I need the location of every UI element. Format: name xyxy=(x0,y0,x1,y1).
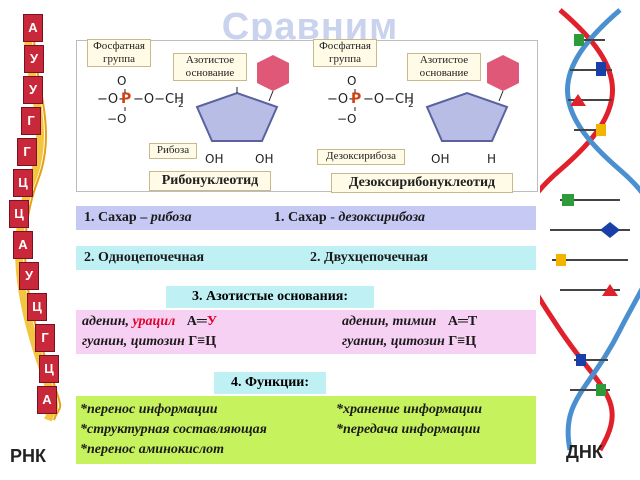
label-base-left: Азотистое основание xyxy=(173,53,247,81)
row-sugar: 1. Сахар – рибоза 1. Сахар - дезоксирибо… xyxy=(76,206,536,230)
row-bases: аденин, урацил А═У гуанин, цитозин Г≡Ц а… xyxy=(76,310,536,354)
svg-text:−: − xyxy=(107,112,117,126)
rna-nucleotide-tile: Г xyxy=(17,138,37,166)
label-base-right: Азотистое основание xyxy=(407,53,481,81)
label-deoxyribonucleotide: Дезоксирибонуклеотид xyxy=(331,173,513,193)
rna-nucleotide-tile: Ц xyxy=(27,293,47,321)
functions-heading: 4. Функции: xyxy=(214,372,326,394)
rna-nucleotide-tile: Ц xyxy=(13,169,33,197)
label-ribonucleotide: Рибонуклеотид xyxy=(149,171,271,191)
dna-function-1: *хранение информации xyxy=(336,402,483,417)
rna-function-3: *перенос аминокислот xyxy=(80,442,225,457)
rna-nucleotide-tile: Г xyxy=(35,324,55,352)
svg-text:2: 2 xyxy=(408,100,414,110)
svg-text:OH: OH xyxy=(431,152,449,166)
svg-text:2: 2 xyxy=(178,100,184,110)
nucleotide-structures: −O− O O − P −O−CH 2 OH OH −O− O O − P −O… xyxy=(97,55,519,166)
sugar-dna: 1. Сахар - дезоксирибоза xyxy=(274,210,426,225)
row-functions: *перенос информации *структурная составл… xyxy=(76,396,536,464)
svg-text:OH: OH xyxy=(205,152,223,166)
svg-text:H: H xyxy=(487,152,496,166)
rna-nucleotide-tile: У xyxy=(23,76,43,104)
label-phosphate-left: Фосфатная группа xyxy=(87,39,151,67)
svg-text:−O−: −O− xyxy=(327,92,359,107)
rna-nucleotide-tile: Ц xyxy=(39,355,59,383)
rna-nucleotide-tile: У xyxy=(24,45,44,73)
svg-text:P: P xyxy=(351,91,361,107)
dna-helix-svg xyxy=(515,8,640,452)
rna-nucleotide-tile: А xyxy=(37,386,57,414)
svg-text:−O−CH: −O−CH xyxy=(133,92,184,107)
row-chains: 2. Одноцепочечная 2. Двухцепочечная xyxy=(76,246,536,270)
label-phosphate-right: Фосфатная группа xyxy=(313,39,377,67)
bases-heading: 3. Азотистые основания: xyxy=(166,286,374,308)
dna-helix xyxy=(515,0,640,460)
svg-text:OH: OH xyxy=(255,152,273,166)
formula-text: −O− xyxy=(97,92,129,107)
svg-text:−: − xyxy=(337,112,347,126)
rna-nucleotide-tile: Ц xyxy=(9,200,29,228)
dna-bases-line2: гуанин, цитозин Г≡Ц xyxy=(342,334,477,349)
deoxyribonucleotide-structure: −O− O O − P −O−CH 2 OH H xyxy=(327,55,519,166)
rna-function-1: *перенос информации xyxy=(80,402,218,417)
label-ribose: Рибоза xyxy=(149,143,197,159)
svg-text:O: O xyxy=(117,74,126,88)
dna-function-2: *передача информации xyxy=(336,422,481,437)
rna-bases-line2: гуанин, цитозин Г≡Ц xyxy=(82,334,217,349)
svg-text:P: P xyxy=(121,91,131,107)
rna-nucleotide-tile: А xyxy=(23,14,43,42)
chain-rna: 2. Одноцепочечная xyxy=(84,250,205,265)
ribonucleotide-structure: −O− O O − P −O−CH 2 OH OH xyxy=(97,55,289,166)
rna-bases-line1: аденин, урацил А═У xyxy=(82,314,218,329)
chain-dna: 2. Двухцепочечная xyxy=(310,250,428,265)
dna-label: ДНК xyxy=(566,442,603,462)
rna-nucleotide-tile: Г xyxy=(21,107,41,135)
svg-text:O: O xyxy=(117,112,126,126)
svg-text:O: O xyxy=(347,112,356,126)
sugar-rna: 1. Сахар – рибоза xyxy=(84,210,192,225)
nucleotide-panel: −O− O O − P −O−CH 2 OH OH −O− O O − P −O… xyxy=(76,39,538,193)
rna-nucleotide-tile: А xyxy=(13,231,33,259)
rna-nucleotide-tile: У xyxy=(19,262,39,290)
label-deoxyribose: Дезоксирибоза xyxy=(317,149,405,165)
svg-text:O: O xyxy=(347,74,356,88)
svg-text:−O−CH: −O−CH xyxy=(363,92,414,107)
dna-bases-line1: аденин, тимин А═Т xyxy=(342,314,478,329)
rna-function-2: *структурная составляющая xyxy=(80,422,267,437)
rna-label: РНК xyxy=(10,446,46,466)
